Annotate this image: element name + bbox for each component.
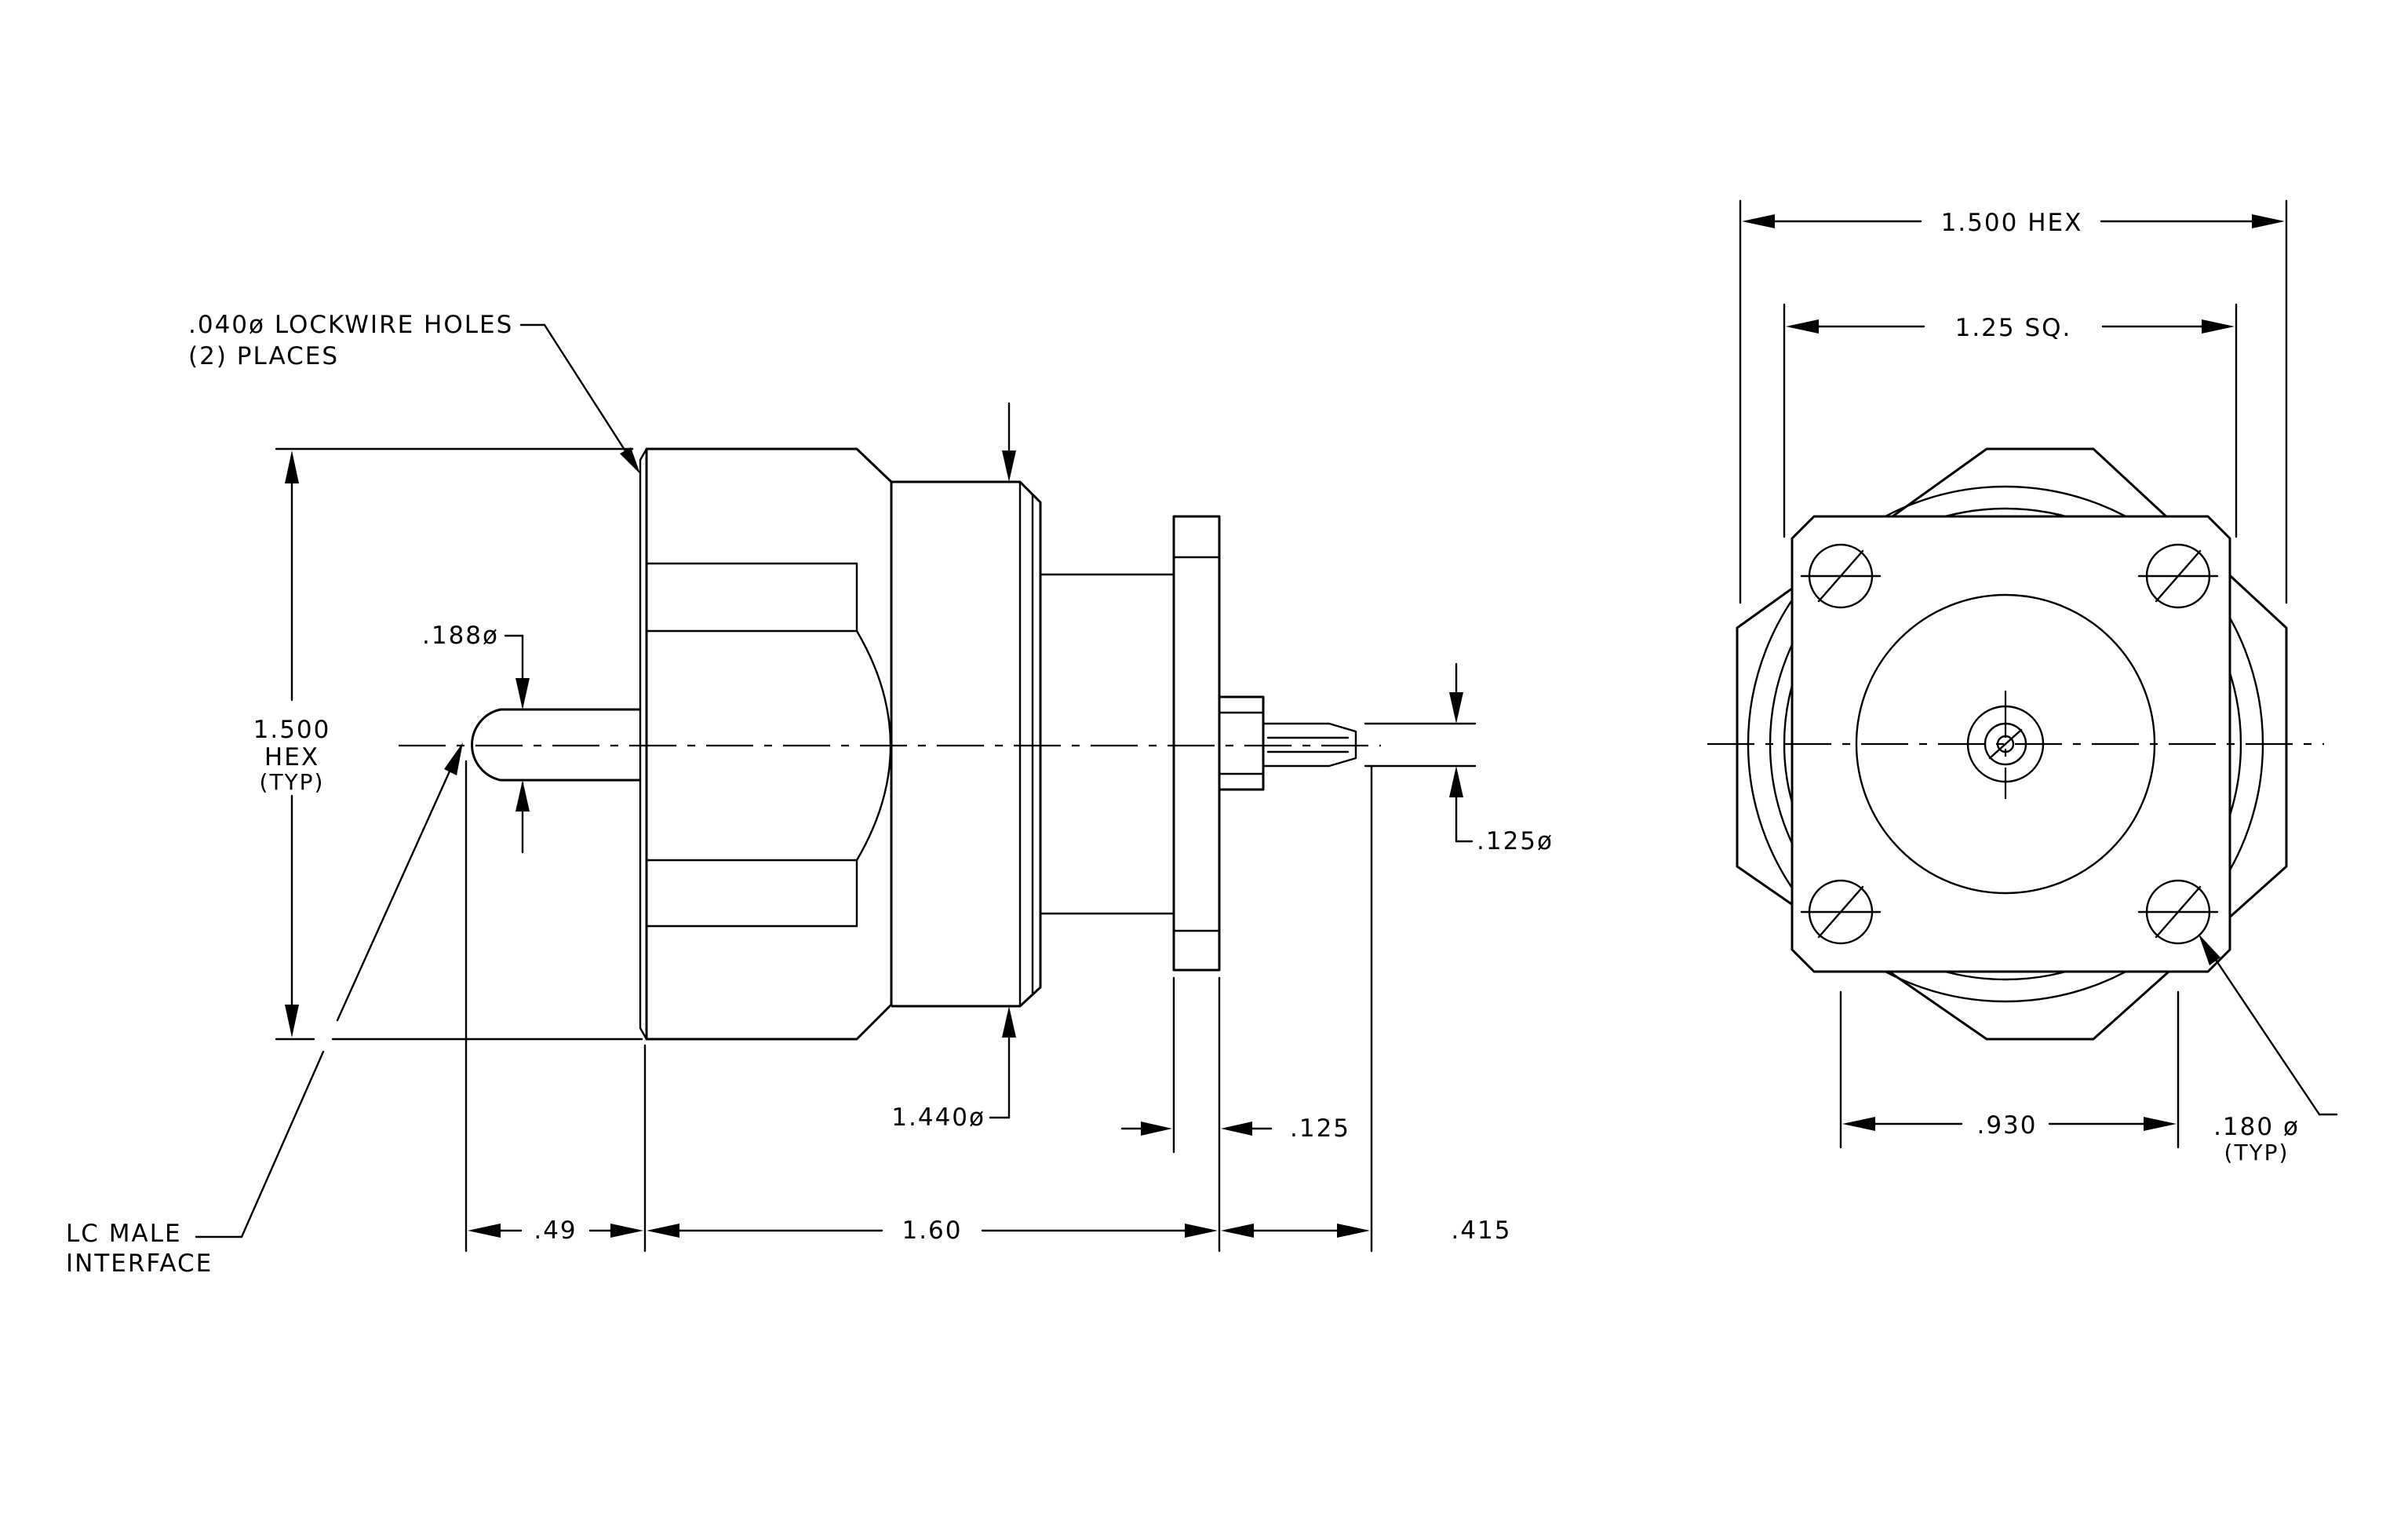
mounting-holes — [1800, 543, 2219, 945]
lc-interface-callout: LC MALE INTERFACE — [66, 742, 463, 1278]
hole-diameter-callout: .180 ø (TYP) — [2199, 934, 2338, 1165]
lockwire-callout: .040ø LOCKWIRE HOLES (2) PLACES — [188, 311, 640, 474]
front-pin — [471, 708, 640, 782]
dim-160-value: 1.60 — [902, 1216, 962, 1245]
hole-diameter-value: .180 ø — [2213, 1113, 2300, 1141]
contact-diameter-dimension: .125ø — [1449, 662, 1554, 855]
coupling-diameter-dimension: 1.440ø — [891, 402, 1016, 1132]
hex-nut — [645, 447, 893, 1041]
square-width-dimension: 1.25 SQ. — [1786, 314, 2235, 342]
side-view: 1.500 HEX (TYP) .188ø .040ø LOCKWIRE HOL… — [66, 311, 1554, 1278]
pin-diameter-value: .188ø — [422, 622, 499, 650]
length-dimensions: .49 1.60 .415 — [468, 1216, 1511, 1245]
coupling-body — [891, 480, 1042, 1008]
hex-width-value: 1.500 HEX — [1941, 209, 2083, 237]
lockwire-flange — [639, 447, 648, 1041]
pin-diameter-dimension: .188ø — [422, 622, 530, 854]
hex-height-typ: (TYP) — [260, 769, 325, 795]
hex-height-dimension: 1.500 HEX (TYP) — [253, 450, 331, 1038]
lockwire-text-2: (2) PLACES — [188, 342, 339, 370]
bolt-spacing-dimension: .930 — [1842, 1111, 2177, 1140]
rear-contact — [1218, 695, 1357, 791]
hex-width-dimension: 1.500 HEX — [1742, 209, 2285, 237]
flange-thickness-dimension: .125 — [1120, 1114, 1350, 1143]
dim-0415-value: .415 — [1451, 1216, 1511, 1245]
lc-text-2: INTERFACE — [66, 1249, 213, 1278]
end-view: 1.500 HEX 1.25 SQ. .930 .180 ø (TYP — [1707, 199, 2338, 1165]
lc-text-1: LC MALE — [66, 1220, 182, 1248]
flange-thickness-value: .125 — [1290, 1114, 1350, 1143]
dim-049-value: .49 — [534, 1216, 577, 1245]
neck — [1039, 573, 1175, 915]
square-flange — [1791, 515, 2231, 973]
mounting-flange — [1172, 515, 1221, 972]
lockwire-text-1: .040ø LOCKWIRE HOLES — [188, 311, 513, 339]
hex-height-value: 1.500 — [253, 716, 331, 744]
coupling-diameter-value: 1.440ø — [891, 1103, 985, 1132]
square-width-value: 1.25 SQ. — [1955, 314, 2072, 342]
hex-height-unit: HEX — [264, 743, 319, 771]
contact-diameter-value: .125ø — [1477, 827, 1554, 855]
hole-diameter-typ: (TYP) — [2224, 1140, 2290, 1165]
bolt-spacing-value: .930 — [1976, 1111, 2037, 1140]
